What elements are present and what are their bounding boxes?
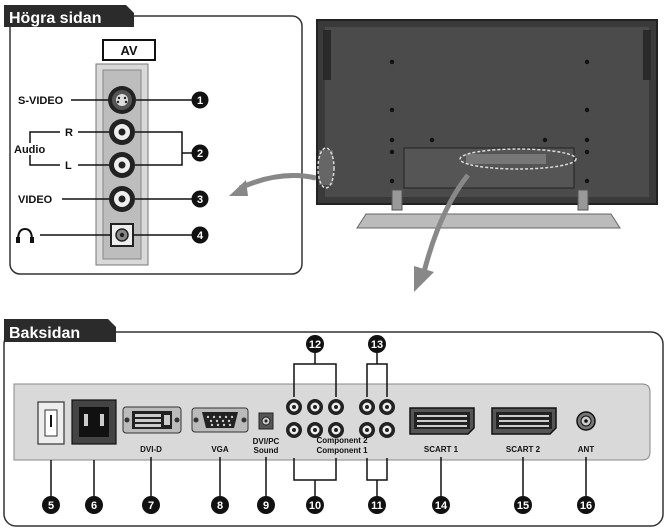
svg-text:2: 2 [197,148,203,160]
back-panel: Baksidan DVI-D [3,319,664,527]
scart1-label: SCART 1 [424,445,459,454]
svg-text:9: 9 [263,500,269,512]
scart1-port [409,407,475,435]
svideo-jack [108,86,136,114]
svg-text:11: 11 [371,500,383,512]
number-badge-2: 2 [191,144,209,162]
svideo-label: S-VIDEO [18,95,64,107]
audio-r-label: R [65,127,73,139]
arrow-to-back-panel [414,173,470,292]
svg-text:6: 6 [91,500,97,512]
av-label-box [102,39,156,61]
side-panel-title-tag: Högra sidan [4,5,134,27]
svg-text:7: 7 [148,500,154,512]
number-badge-8: 8 [211,496,229,514]
audio-label: Audio [14,144,45,156]
svg-text:4: 4 [197,230,204,242]
scart2-label: SCART 2 [506,445,541,454]
power-socket [71,399,117,445]
number-badge-9: 9 [257,496,275,514]
antenna-port [576,411,596,431]
svg-text:12: 12 [309,339,321,351]
component-audio-jacks [359,399,395,438]
number-badge-5: 5 [42,496,60,514]
av-label: AV [120,43,137,58]
audio-l-jack [109,152,135,178]
svg-text:14: 14 [435,500,448,512]
side-panel: Högra sidan AV [4,5,303,275]
svg-text:5: 5 [48,500,54,512]
number-badge-10: 10 [306,496,324,514]
component2-label: Component 2 [316,436,368,445]
power-switch [37,401,65,445]
audio-l-label: L [65,160,72,172]
rear-connector-highlight [459,148,577,170]
side-connector-highlight [317,147,335,189]
tv-rear-illustration [316,19,658,229]
number-badge-15: 15 [514,496,532,514]
number-badge-4: 4 [191,226,209,244]
svg-text:1: 1 [197,95,203,107]
number-badge-16: 16 [577,496,595,514]
number-badge-14: 14 [432,496,450,514]
back-panel-title-tag: Baksidan [4,319,116,342]
back-panel-title: Baksidan [9,325,80,342]
dvipc-sound-port [258,412,274,430]
svg-text:8: 8 [217,500,223,512]
component1-label: Component 1 [316,446,368,455]
svg-text:10: 10 [309,500,321,512]
dvipc-sound-label-line2: Sound [254,446,279,455]
scart2-port [491,407,557,435]
audio-r-jack [109,119,135,145]
vga-port [191,407,249,433]
number-badge-12: 12 [306,335,324,353]
headphone-jack [110,223,134,247]
dvid-label: DVI-D [140,445,162,454]
number-badge-3: 3 [191,190,209,208]
arrow-to-side-panel [229,173,317,196]
svg-text:16: 16 [580,500,592,512]
ant-label: ANT [578,445,595,454]
number-badge-11: 11 [368,496,386,514]
component-jacks [286,399,344,438]
side-panel-title: Högra sidan [9,10,101,27]
video-label: VIDEO [18,194,53,206]
number-badge-1: 1 [191,91,209,109]
dvid-port [122,406,182,434]
number-badge-13: 13 [368,335,386,353]
number-badge-6: 6 [85,496,103,514]
video-jack [109,186,135,212]
headphone-icon [16,227,34,243]
number-badge-7: 7 [142,496,160,514]
svg-text:3: 3 [197,194,203,206]
svg-text:13: 13 [371,339,383,351]
vga-label: VGA [211,445,229,454]
svg-text:15: 15 [517,500,529,512]
dvipc-sound-label-line1: DVI/PC [253,437,280,446]
